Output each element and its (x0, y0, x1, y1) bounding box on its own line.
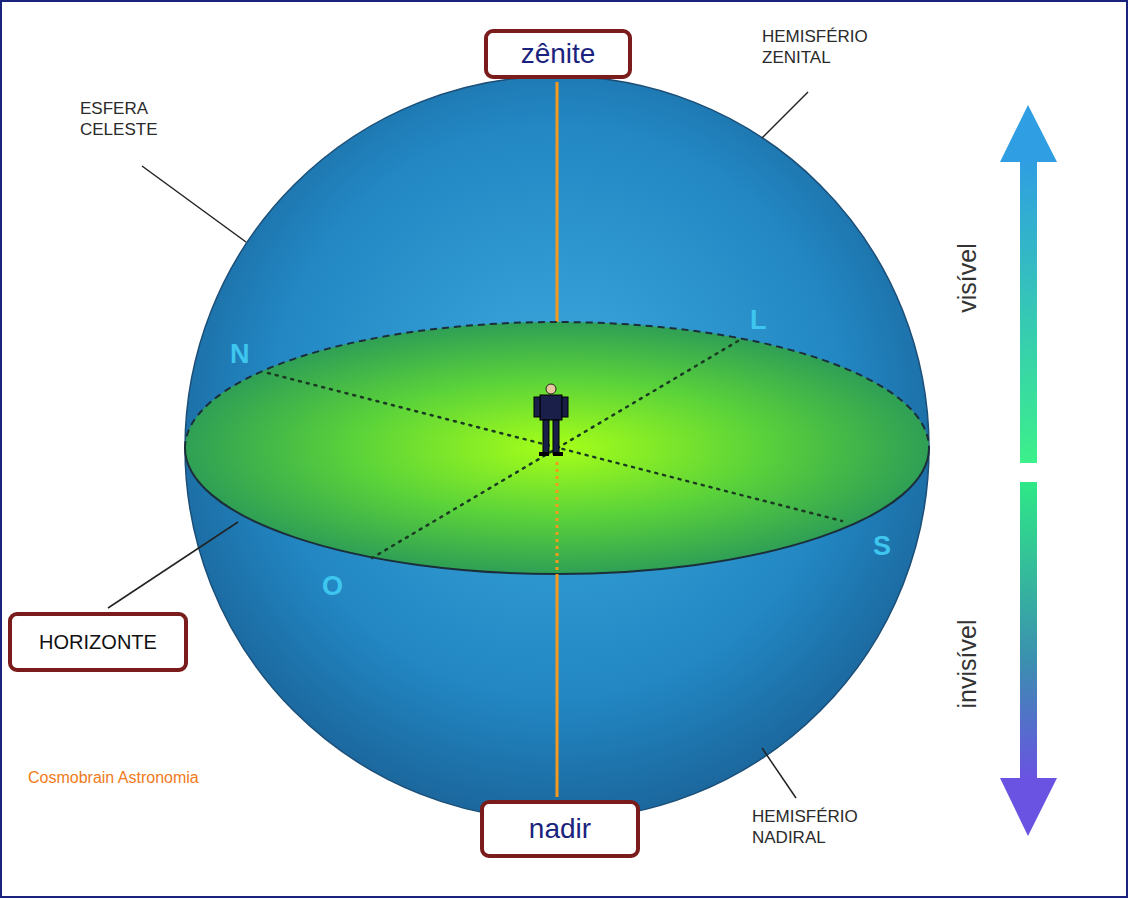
box-text: zênite (521, 39, 596, 70)
sphere-label: ESFERA CELESTE (80, 98, 190, 141)
nadir-axis (556, 574, 559, 797)
invisible-arrow-head (1000, 778, 1057, 836)
leader-line (142, 166, 246, 242)
visible-arrow-shaft (1020, 160, 1037, 463)
observer (534, 384, 568, 456)
visibility-label: invisível (952, 620, 983, 709)
zenith-box: zênite (484, 29, 632, 79)
nadir-axis-dotted (556, 462, 559, 572)
north-south-line (268, 373, 842, 521)
horizon-front-edge (185, 448, 929, 574)
visibility-label: visível (952, 243, 983, 312)
nadir-box: nadir (480, 800, 640, 858)
east-west-line (372, 341, 738, 558)
hemisphere-label: HEMISFÉRIO NADIRAL (752, 806, 902, 849)
leader-line (762, 92, 808, 138)
visible-arrow-head (1000, 105, 1057, 162)
hemisphere-label: HEMISFÉRIO ZENITAL (762, 26, 912, 69)
leader-line (762, 748, 796, 798)
cardinal-point: S (873, 530, 891, 564)
sphere (185, 76, 929, 820)
cardinal-point: N (230, 338, 250, 372)
box-text: nadir (529, 814, 591, 845)
cardinal-point: O (322, 570, 343, 604)
credit-watermark: Cosmobrain Astronomia (28, 768, 199, 788)
horizon-plane (185, 322, 929, 574)
cardinal-point: L (750, 304, 767, 338)
invisible-arrow-shaft (1020, 482, 1037, 780)
box-text: HORIZONTE (39, 631, 157, 653)
horizon-box: HORIZONTE (8, 612, 188, 672)
leader-line (108, 522, 238, 608)
